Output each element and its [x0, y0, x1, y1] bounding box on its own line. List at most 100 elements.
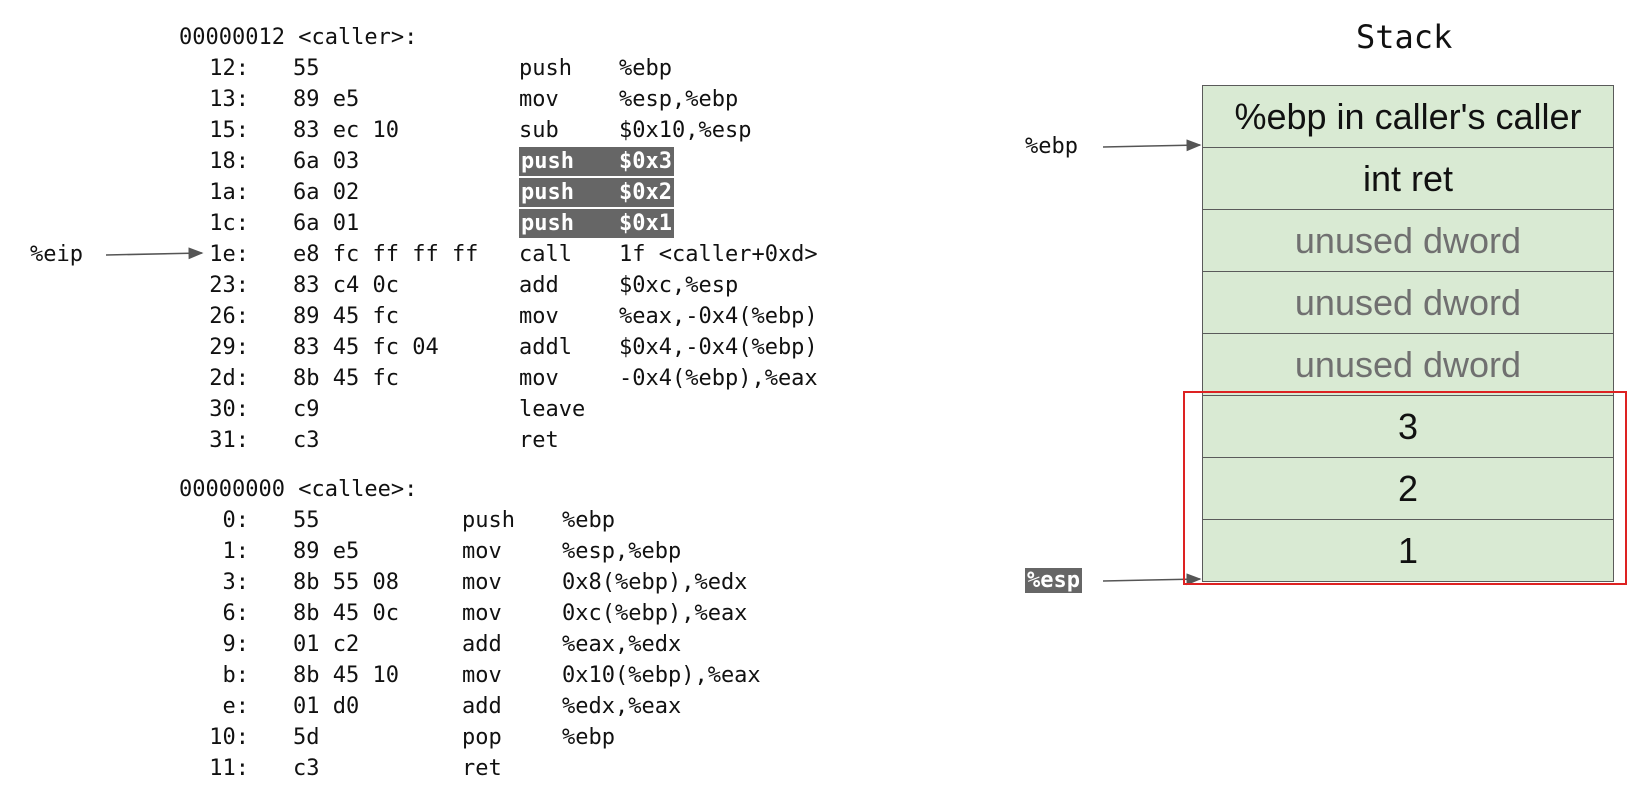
argument-frame-box: [1183, 391, 1627, 585]
instruction-address: 6:: [222, 601, 250, 626]
stack-slot: unused dword: [1203, 272, 1613, 334]
stack-slot: 2: [1203, 458, 1613, 520]
instruction-address: 23:: [209, 273, 249, 298]
instruction-opcode: mov: [519, 304, 559, 329]
caller-instruction-row: 2d: 8b 45 fc mov -0x4(%ebp),%eax: [0, 363, 900, 394]
instruction-opcode: mov: [462, 570, 502, 595]
caller-instruction-row: 12: 55 push %ebp: [0, 53, 900, 84]
instruction-address: 1c:: [209, 211, 249, 236]
instruction-opcode: push: [462, 508, 515, 533]
instruction-operands: %edx,%eax: [562, 694, 682, 719]
instruction-opcode: add: [462, 694, 502, 719]
instruction-address: 12:: [209, 56, 249, 81]
instruction-address: 10:: [209, 725, 249, 750]
instruction-bytes: 8b 45 fc: [293, 366, 399, 391]
instruction-address: e:: [222, 694, 250, 719]
instruction-address: 29:: [209, 335, 249, 360]
callee-instruction-row: 11: c3 ret: [0, 753, 900, 784]
instruction-bytes: 8b 55 08: [293, 570, 399, 595]
instruction-opcode: mov: [462, 539, 502, 564]
instruction-bytes: 55: [293, 56, 320, 81]
instruction-bytes: 83 45 fc 04: [293, 335, 439, 360]
instruction-highlight: [519, 209, 674, 238]
caller-disassembly: 00000012 <caller>: 12: 55 push %ebp 13: 89 e5…: [0, 0, 818, 453]
instruction-bytes: 89 e5: [293, 87, 360, 112]
eip-arrow: [105, 247, 204, 260]
instruction-address: 9:: [222, 632, 250, 657]
instruction-operands: $0x2: [619, 180, 672, 205]
stack-title: Stack: [1356, 18, 1453, 56]
instruction-opcode: mov: [519, 87, 559, 112]
instruction-bytes: c3: [293, 756, 320, 781]
instruction-address: 1:: [222, 539, 250, 564]
instruction-bytes: c9: [293, 397, 320, 422]
instruction-address: 13:: [209, 87, 249, 112]
instruction-operands: %ebp: [562, 725, 615, 750]
instruction-address: 1e:: [209, 242, 249, 267]
instruction-opcode: mov: [462, 601, 502, 626]
instruction-address: 11:: [209, 756, 249, 781]
instruction-opcode: ret: [462, 756, 502, 781]
ebp-arrow: [1102, 139, 1202, 152]
instruction-opcode: call: [519, 242, 572, 267]
instruction-bytes: 01 d0: [293, 694, 360, 719]
instruction-bytes: 5d: [293, 725, 320, 750]
instruction-bytes: 89 e5: [293, 539, 360, 564]
esp-label-text: %esp: [1025, 568, 1082, 593]
instruction-bytes: 8b 45 0c: [293, 601, 399, 626]
instruction-operands: $0xc,%esp: [619, 273, 739, 298]
instruction-operands: -0x4(%ebp),%eax: [619, 366, 818, 391]
instruction-address: 31:: [209, 428, 249, 453]
instruction-address: 15:: [209, 118, 249, 143]
instruction-operands: %eax,-0x4(%ebp): [619, 304, 818, 329]
instruction-address: b:: [222, 663, 250, 688]
instruction-opcode: push: [519, 56, 572, 81]
instruction-opcode: mov: [462, 663, 502, 688]
stack-slot: 3: [1203, 396, 1613, 458]
instruction-operands: %ebp: [619, 56, 672, 81]
caller-header: 00000012 <caller>:: [179, 25, 418, 50]
stack-slot: %ebp in caller's caller: [1203, 86, 1613, 148]
instruction-opcode: add: [462, 632, 502, 657]
instruction-bytes: 6a 01: [293, 211, 360, 236]
instruction-address: 3:: [222, 570, 250, 595]
instruction-opcode: mov: [519, 366, 559, 391]
instruction-operands: $0x3: [619, 149, 672, 174]
instruction-bytes: 6a 03: [293, 149, 360, 174]
instruction-operands: 1f <caller+0xd>: [619, 242, 818, 267]
instruction-opcode: leave: [519, 397, 586, 422]
callee-instruction-row: 3: 8b 55 08 mov 0x8(%ebp),%edx: [0, 567, 900, 598]
instruction-opcode: sub: [519, 118, 559, 143]
instruction-operands: $0x4,-0x4(%ebp): [619, 335, 818, 360]
instruction-operands: $0x1: [619, 211, 672, 236]
instruction-address: 0:: [222, 508, 250, 533]
instruction-bytes: 89 45 fc: [293, 304, 399, 329]
stack-slot: unused dword: [1203, 334, 1613, 396]
instruction-opcode: pop: [462, 725, 502, 750]
instruction-address: 26:: [209, 304, 249, 329]
stack-slot: 1: [1203, 520, 1613, 582]
instruction-operands: $0x10,%esp: [619, 118, 752, 143]
instruction-bytes: 83 c4 0c: [293, 273, 399, 298]
instruction-opcode: push: [521, 149, 574, 174]
caller-instruction-row: 26: 89 45 fc mov %eax,-0x4(%ebp): [0, 301, 900, 332]
instruction-operands: 0x8(%ebp),%edx: [562, 570, 748, 595]
instruction-bytes: c3: [293, 428, 320, 453]
instruction-operands: %eax,%edx: [562, 632, 682, 657]
instruction-address: 2d:: [209, 366, 249, 391]
instruction-address: 18:: [209, 149, 249, 174]
instruction-bytes: 8b 45 10: [293, 663, 399, 688]
instruction-address: 30:: [209, 397, 249, 422]
